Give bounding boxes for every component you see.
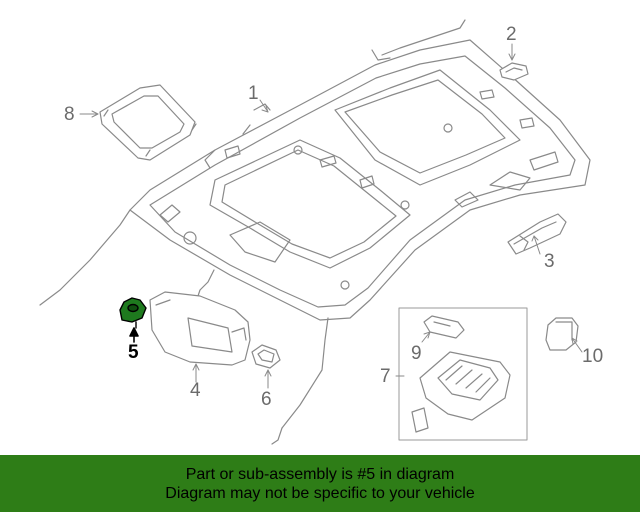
- callout-6: 6: [261, 389, 272, 410]
- part-6-visor-clip[interactable]: [251, 344, 281, 369]
- banner-line-2: Diagram may not be specific to your vehi…: [165, 484, 475, 502]
- callout-1: 1: [248, 83, 259, 104]
- callout-7: 7: [380, 366, 391, 387]
- part-4-sun-visor[interactable]: [149, 291, 251, 366]
- part-5-highlighted-clip[interactable]: [119, 297, 147, 329]
- callout-4: 4: [190, 380, 201, 401]
- banner-line-1: Part or sub-assembly is #5 in diagram: [185, 465, 455, 483]
- part-8-frame[interactable]: [99, 84, 197, 161]
- part-3-grab-handle[interactable]: [507, 213, 567, 255]
- parts-diagram: [39, 19, 591, 445]
- group-box-7: [398, 307, 528, 441]
- leader-lines: [79, 43, 583, 389]
- callout-10: 10: [582, 346, 604, 367]
- info-banner: Part or sub-assembly is #5 in diagram Di…: [0, 455, 640, 512]
- callout-5: 5: [128, 342, 139, 363]
- callout-2: 2: [506, 24, 517, 45]
- part-7-map-lamp[interactable]: [411, 351, 511, 433]
- part-10-bracket[interactable]: [545, 317, 579, 351]
- part-9-holder[interactable]: [423, 315, 465, 339]
- callout-9: 9: [411, 343, 422, 364]
- callout-8: 8: [64, 104, 75, 125]
- callout-3: 3: [544, 251, 555, 272]
- part-5-arrow: [129, 327, 139, 343]
- part-1-headliner[interactable]: [39, 19, 591, 445]
- part-2-clip[interactable]: [499, 62, 529, 81]
